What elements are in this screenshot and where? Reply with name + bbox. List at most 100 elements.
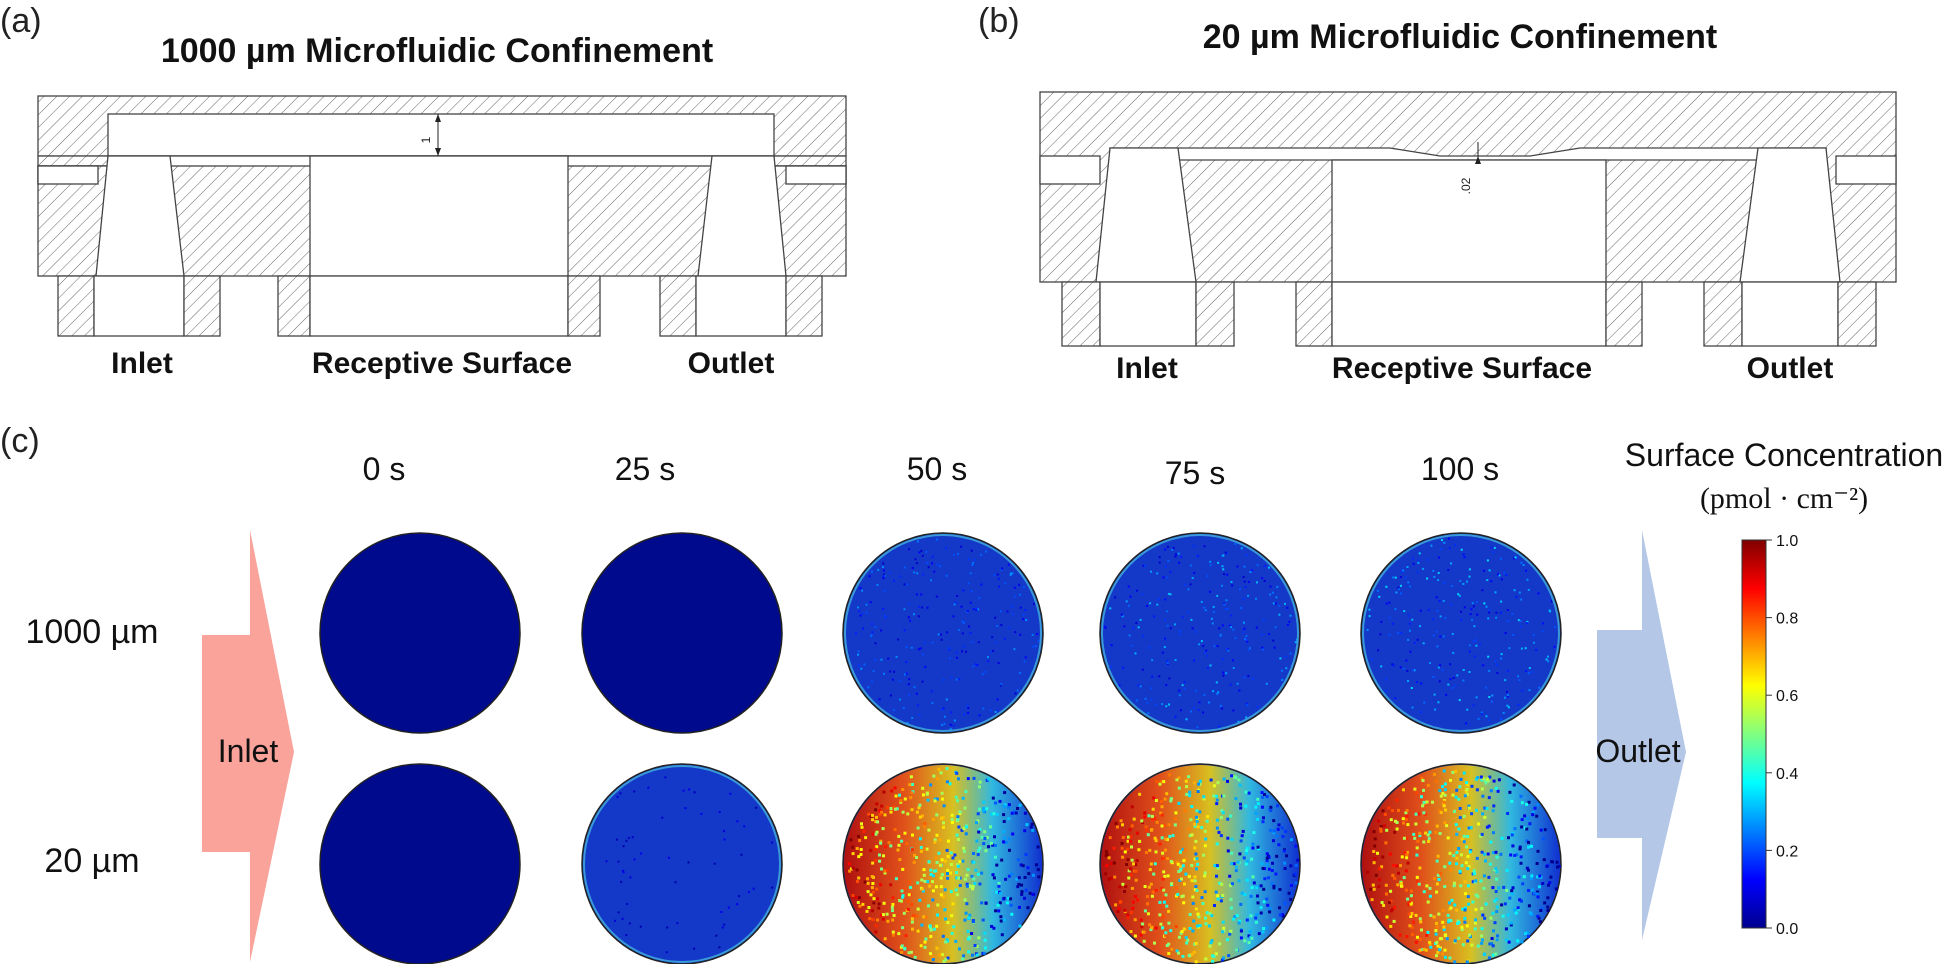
map-speckle: [1155, 820, 1159, 824]
map-speckle: [1438, 809, 1442, 813]
map-speckle: [962, 621, 965, 624]
map-speckle: [1430, 544, 1433, 547]
map-speckle: [1272, 918, 1276, 922]
map-speckle: [1223, 573, 1225, 576]
map-speckle: [962, 846, 966, 850]
map-speckle: [1462, 814, 1466, 818]
map-speckle: [740, 853, 743, 856]
map-speckle: [931, 555, 934, 558]
map-speckle: [1416, 935, 1419, 939]
time-label-0: 0 s: [363, 451, 406, 487]
map-speckle: [866, 877, 869, 881]
map-speckle: [883, 871, 887, 875]
map-speckle: [1280, 826, 1284, 830]
map-speckle: [1000, 858, 1004, 862]
map-speckle: [903, 608, 906, 611]
map-speckle: [956, 815, 960, 819]
map-speckle: [1269, 585, 1272, 588]
map-speckle: [1495, 910, 1499, 913]
map-speckle: [1218, 881, 1222, 885]
map-speckle: [977, 849, 980, 853]
map-speckle: [1167, 823, 1171, 827]
map-speckle: [1165, 944, 1169, 947]
map-speckle: [929, 872, 933, 876]
map-speckle: [1528, 822, 1532, 826]
map-speckle: [1507, 836, 1510, 840]
map-speckle: [1269, 828, 1272, 832]
map-speckle: [1158, 556, 1161, 559]
map-speckle: [1506, 913, 1510, 917]
map-speckle: [1449, 663, 1452, 666]
map-speckle: [1469, 826, 1473, 830]
map-speckle: [688, 788, 691, 791]
map-speckle: [1216, 894, 1220, 898]
map-speckle: [943, 908, 947, 912]
map-speckle: [1276, 585, 1279, 588]
map-speckle: [1226, 836, 1230, 840]
map-speckle: [1236, 682, 1239, 685]
map-speckle: [1231, 659, 1234, 662]
map-speckle: [1283, 901, 1287, 905]
map-speckle: [923, 879, 927, 883]
map-speckle: [1239, 839, 1243, 843]
colorbar-title: Surface Concentration: [1625, 437, 1943, 473]
map-speckle: [1380, 865, 1384, 869]
map-speckle: [1167, 952, 1171, 955]
map-speckle: [1451, 686, 1454, 689]
map-speckle: [1484, 781, 1488, 785]
map-speckle: [1453, 939, 1457, 943]
map-speckle: [933, 570, 936, 573]
map-speckle: [911, 567, 914, 569]
map-speckle: [1190, 710, 1192, 713]
map-speckle: [1413, 833, 1417, 837]
map-speckle: [1488, 956, 1491, 960]
map-speckle: [1174, 811, 1178, 815]
map-speckle: [1513, 854, 1517, 857]
map-speckle: [1268, 566, 1270, 569]
map-speckle: [1443, 955, 1447, 959]
map-speckle: [976, 872, 980, 876]
map-speckle: [1139, 685, 1142, 688]
map-speckle: [1426, 900, 1430, 904]
map-speckle: [1385, 915, 1389, 919]
map-speckle: [941, 953, 944, 957]
map-speckle: [1234, 542, 1237, 545]
map-speckle: [1448, 861, 1452, 865]
map-speckle: [1174, 925, 1178, 928]
map-speckle: [1434, 830, 1438, 834]
map-speckle: [929, 952, 932, 956]
map-speckle: [1153, 836, 1157, 840]
map-speckle: [1432, 675, 1435, 678]
map-speckle: [1037, 639, 1040, 642]
map-speckle: [972, 860, 976, 864]
map-speckle: [897, 638, 900, 641]
map-speckle: [1007, 874, 1011, 878]
map-speckle: [1467, 865, 1471, 869]
map-speckle: [980, 901, 984, 905]
map-speckle: [1234, 776, 1238, 780]
map-speckle: [1500, 718, 1503, 720]
map-speckle: [1151, 659, 1154, 662]
map-speckle: [874, 642, 877, 645]
map-speckle: [1495, 611, 1498, 614]
map-speckle: [1531, 671, 1534, 674]
map-speckle: [997, 909, 1001, 913]
map-speckle: [1152, 872, 1156, 876]
map-speckle: [998, 799, 1002, 803]
map-speckle: [1002, 840, 1006, 844]
map-speckle: [1281, 914, 1285, 918]
map-speckle: [1389, 889, 1393, 893]
map-speckle: [1196, 924, 1199, 928]
map-speckle: [747, 891, 750, 894]
map-speckle: [926, 606, 929, 609]
map-speckle: [1520, 825, 1524, 829]
map-speckle: [1116, 825, 1119, 829]
map-speckle: [1188, 794, 1192, 798]
map-speckle: [1488, 696, 1491, 698]
map-speckle: [1216, 594, 1219, 597]
map-speckle: [860, 822, 863, 826]
map-speckle: [974, 868, 978, 872]
map-speckle: [927, 860, 931, 864]
map-speckle: [851, 866, 855, 870]
map-speckle: [1024, 888, 1028, 892]
